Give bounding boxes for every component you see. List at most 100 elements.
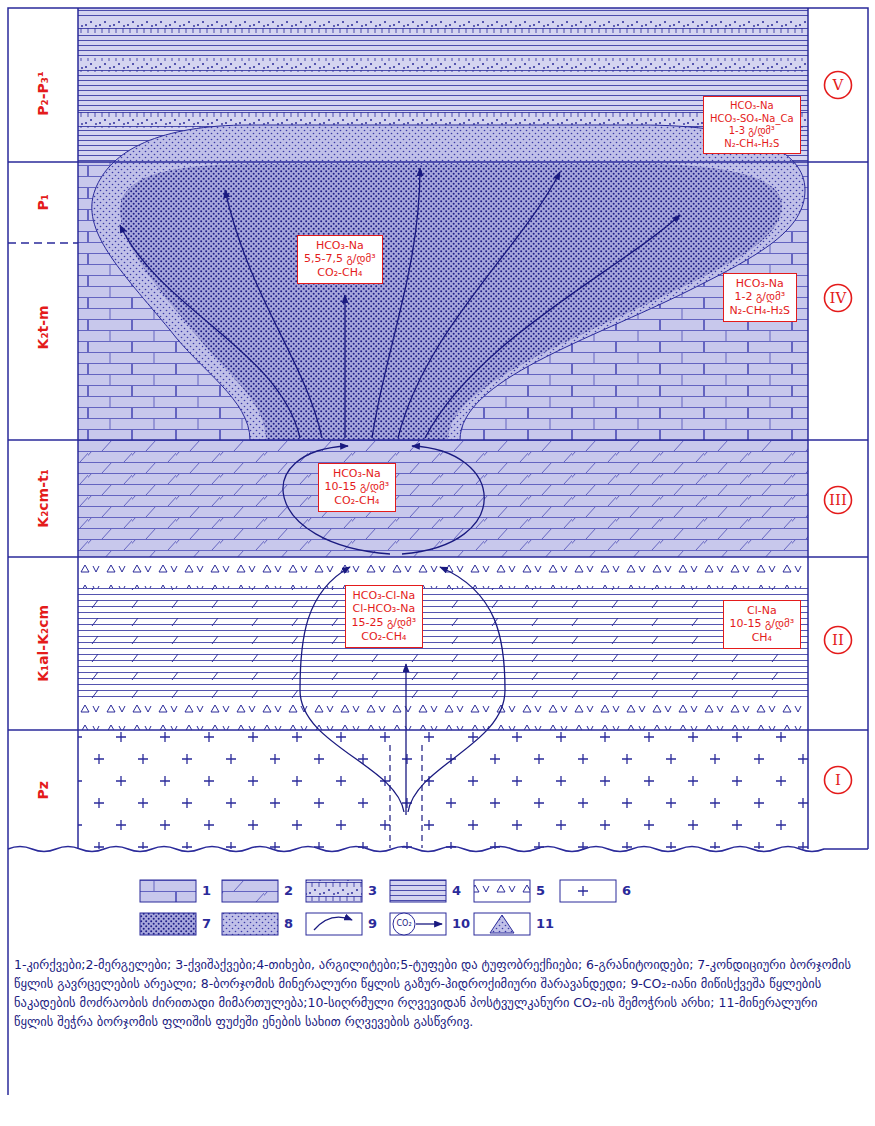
water-chemistry: 5,5-7,5 გ/დმ³: [304, 252, 376, 266]
water-chemistry: CO₂-CH₄: [304, 266, 376, 280]
water-chemistry: Cl-HCO₃-Na: [352, 602, 417, 616]
water-chemistry: 1-3 გ/დმ³: [710, 125, 794, 138]
legend-number: 1: [202, 883, 211, 899]
legend-number: 9: [368, 916, 377, 932]
legend-swatch: [474, 913, 530, 935]
layer-number: V: [823, 70, 853, 100]
rock-layers: [78, 34, 808, 58]
water-chemistry: HCO₃-Na: [325, 467, 390, 481]
flow-arrow: [120, 168, 680, 815]
flow-arrow: [120, 225, 300, 438]
legend-swatch: [222, 913, 278, 935]
water-type-box: HCO₃-Na10-15 გ/დმ³CO₂-CH₄: [318, 463, 397, 512]
legend-number: 5: [536, 883, 545, 899]
water-chemistry: Cl-Na: [730, 604, 795, 618]
layer-number: IV: [823, 283, 853, 313]
rock-layers: [78, 700, 808, 730]
frame: [8, 8, 868, 1095]
legend-number: 4: [452, 883, 461, 899]
water-chemistry: HCO₃-Na: [304, 239, 376, 253]
fault-channel: [421, 745, 422, 848]
water-chemistry: HCO₃-Cl-Na: [352, 589, 417, 603]
water-type-box: HCO₃-Na1-2 გ/დმ³N₂-CH₄-H₂S: [723, 273, 798, 322]
mineral-water-halo: [92, 125, 805, 440]
legend-number: 3: [368, 883, 377, 899]
frame: [8, 847, 868, 852]
water-type-box: HCO₃-Cl-NaCl-HCO₃-Na15-25 გ/დმ³CO₂-CH₄: [345, 585, 424, 648]
frame: [8, 242, 78, 244]
layer-number: II: [823, 625, 853, 655]
layer-band: P₁K₂t-mHCO₃-Na5,5-7,5 გ/დმ³CO₂-CH₄HCO₃-N…: [8, 162, 868, 440]
water-chemistry: N₂-CH₄-H₂S: [730, 304, 791, 318]
water-chemistry: 10-15 გ/დმ³: [325, 480, 390, 494]
layer-numeral: V: [823, 70, 853, 100]
legend-number: 8: [284, 916, 293, 932]
water-type-box: HCO₃-NaHCO₃-SO₄-Na_Ca1-3 გ/დმ³N₂-CH₄-H₂S: [703, 96, 801, 154]
legend-swatch: [306, 913, 362, 935]
rock-layers: [78, 72, 808, 112]
rock-layers: [78, 557, 808, 730]
water-chemistry: 10-15 გ/დმ³: [730, 617, 795, 631]
legend-swatch: [306, 880, 362, 902]
legend-swatch: [222, 880, 278, 902]
water-chemistry: CO₂-CH₄: [325, 494, 390, 508]
legend-number: 11: [536, 916, 554, 932]
legend-swatch: [314, 917, 352, 930]
frame: [8, 161, 868, 163]
water-chemistry: HCO₃-Na: [730, 277, 791, 291]
rock-layers: [78, 730, 808, 849]
frame: [7, 849, 9, 1095]
layer-numeral: I: [823, 765, 853, 795]
age-label: K₂cm-t₁: [34, 469, 51, 528]
water-type-box: Cl-Na10-15 გ/დმ³CH₄: [723, 600, 802, 649]
frame: [8, 556, 868, 558]
layer-band: P₂-P₃¹HCO₃-NaHCO₃-SO₄-Na_Ca1-3 გ/დმ³N₂-C…: [8, 8, 868, 162]
legend-swatch: [416, 923, 442, 924]
layer-band: Pz I: [8, 730, 868, 850]
flow-arrow: [344, 295, 345, 438]
flow-arrow: [372, 168, 420, 438]
rock-layers: [78, 557, 808, 588]
water-type-box: HCO₃-Na5,5-7,5 გ/დმ³CO₂-CH₄: [297, 235, 383, 284]
mineral-water-halo: [92, 125, 805, 440]
legend-swatch: [393, 913, 415, 935]
legend-swatch: [140, 880, 196, 902]
legend-swatch: [140, 913, 196, 935]
water-chemistry: CH₄: [730, 631, 795, 645]
age-label: P₁: [35, 194, 52, 210]
legend-swatch: [390, 913, 446, 935]
age-label: Pz: [35, 781, 52, 799]
water-chemistry: 1-2 გ/დმ³: [730, 290, 791, 304]
flow-arrow: [425, 215, 680, 438]
rock-layers: [78, 588, 808, 700]
frame: [8, 729, 868, 731]
legend-swatch: [490, 915, 514, 933]
legend-number: 6: [622, 883, 631, 899]
water-chemistry: 15-25 გ/დმ³: [352, 616, 417, 630]
rock-layers: [78, 58, 808, 72]
rock-layers: [78, 162, 808, 440]
frame: [77, 8, 79, 849]
layer-number: I: [823, 765, 853, 795]
flow-arrow: [405, 664, 406, 815]
water-chemistry: HCO₃-Na: [710, 100, 794, 113]
age-label: K₁al-K₂cm: [35, 604, 52, 681]
legend-swatch: [390, 880, 446, 902]
rock-layers: [78, 8, 808, 20]
rock-layers: [78, 440, 808, 557]
layer-numeral: II: [823, 625, 853, 655]
fault-channel: [389, 745, 390, 848]
layer-band: K₁al-K₂cm HCO₃-Cl-NaCl-HCO₃-Na15-25 გ/დმ³…: [8, 557, 868, 730]
frame: [8, 8, 868, 849]
flow-arrow: [402, 446, 484, 554]
frame: [8, 439, 868, 441]
water-chemistry: N₂-CH₄-H₂S: [710, 138, 794, 151]
legend-number: 2: [284, 883, 293, 899]
legend-number: 10: [452, 916, 470, 932]
layer-band: K₂cm-t₁ HCO₃-Na10-15 გ/დმ³CO₂-CH₄ III: [8, 440, 868, 557]
layer-numeral: III: [823, 485, 853, 515]
rock-layers: [78, 8, 808, 849]
water-chemistry: CO₂-CH₄: [352, 630, 417, 644]
rock-layers: [78, 20, 808, 34]
